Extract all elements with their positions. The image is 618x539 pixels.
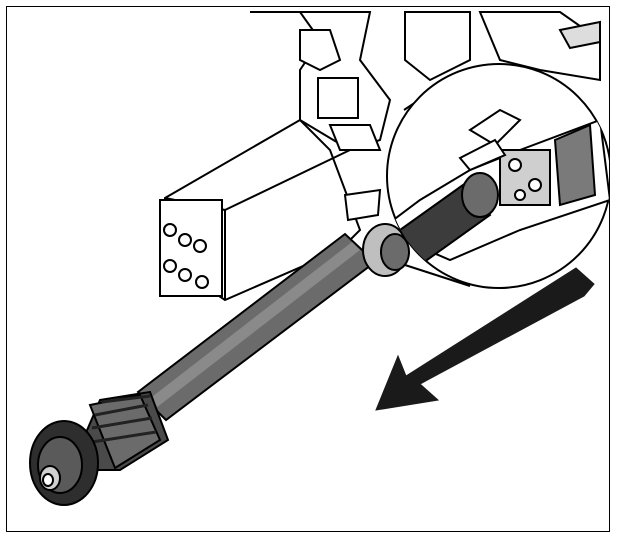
tractor-frame-upper	[250, 11, 601, 152]
shaft-coupling	[343, 188, 410, 277]
direction-arrow-icon	[375, 267, 595, 411]
detail-magnifier-callout	[386, 63, 609, 289]
housing-bolts	[163, 223, 209, 289]
gearbox-housing	[159, 118, 362, 302]
pto-yoke-guard	[29, 390, 170, 506]
